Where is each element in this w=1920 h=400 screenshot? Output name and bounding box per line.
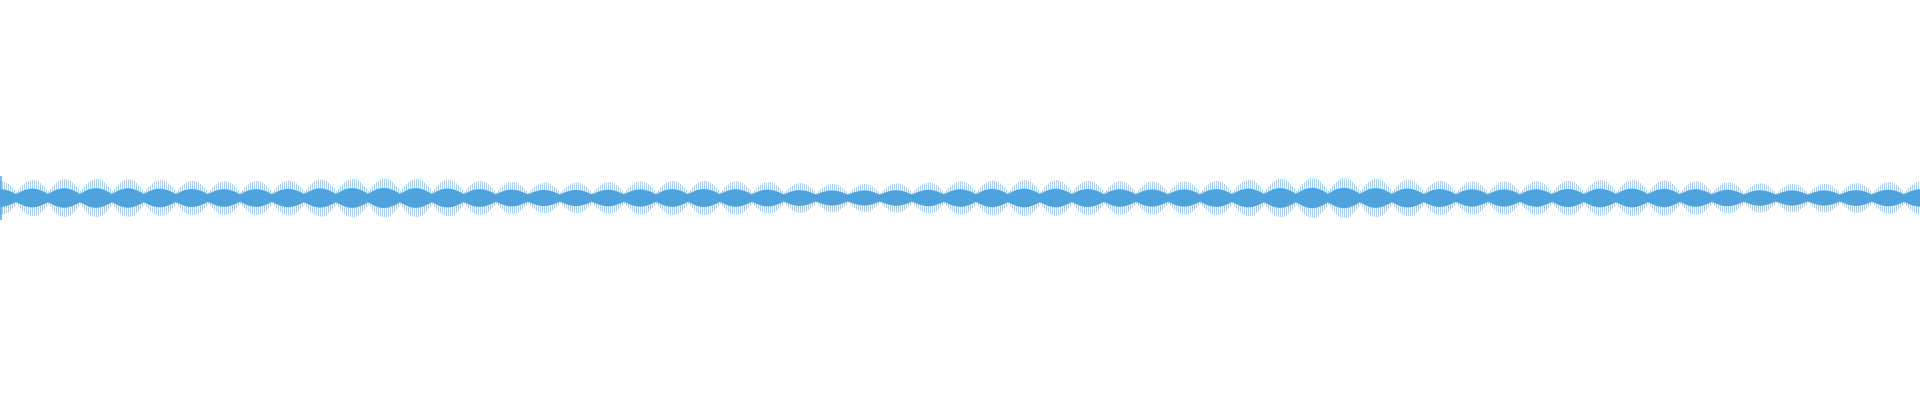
waveform-core (0, 187, 1920, 209)
